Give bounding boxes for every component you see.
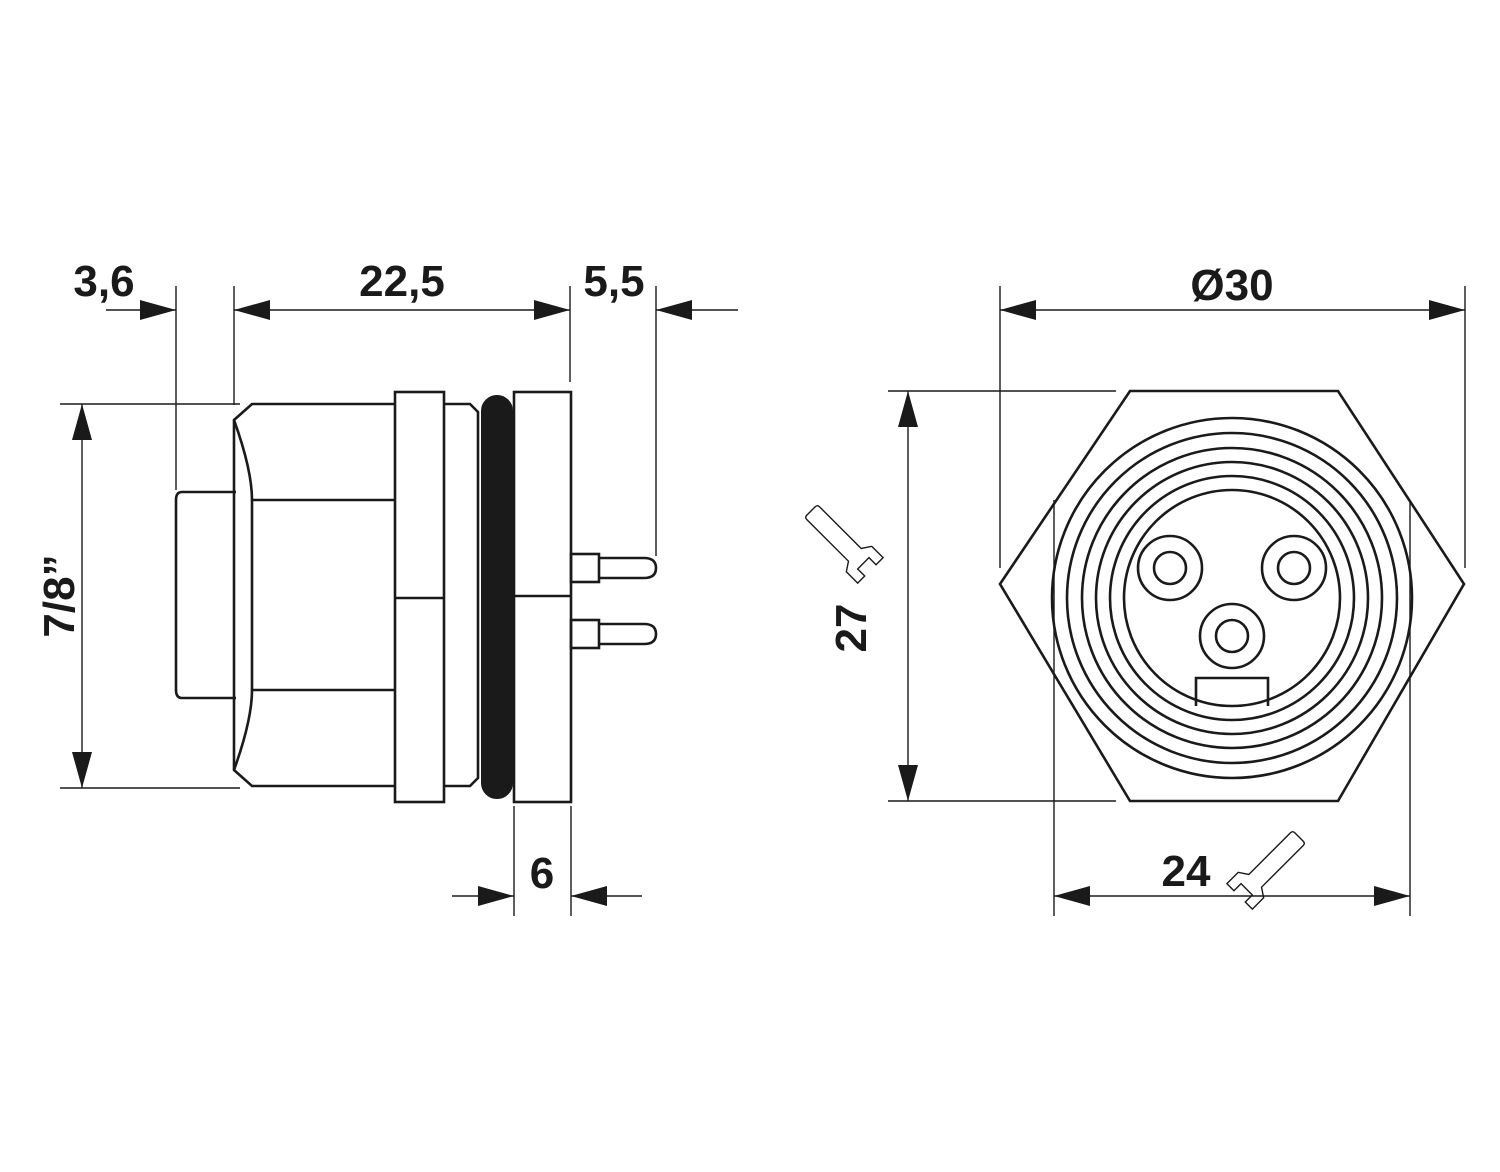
dim-thread: 7/8” <box>35 554 84 637</box>
dim-flange: 6 <box>530 849 554 898</box>
hex-body-edge-top <box>232 419 395 502</box>
o-ring <box>481 395 513 799</box>
hex-body <box>232 402 395 788</box>
thread-section <box>444 402 480 788</box>
dim-pin-offset: 3,6 <box>73 257 134 306</box>
dim-wrench-large: 27 <box>827 604 876 653</box>
ring-4 <box>1094 460 1370 736</box>
wrench-icon <box>804 504 885 585</box>
hex-nut <box>998 389 1466 803</box>
contact-left <box>1136 534 1204 602</box>
hex-body-edge-bottom <box>232 688 395 771</box>
ring-1 <box>1050 416 1414 780</box>
pin-lower <box>569 618 658 650</box>
ring-5 <box>1108 474 1356 722</box>
ring-2 <box>1065 431 1399 765</box>
side-view: 3,6 22,5 5,5 7/8” 6 <box>35 257 738 916</box>
dim-body-length: 22,5 <box>359 257 445 306</box>
ring-6 <box>1122 488 1342 708</box>
plug-nose <box>174 490 236 700</box>
dim-pin-length: 5,5 <box>583 257 644 306</box>
pin-upper <box>569 552 658 584</box>
ring-3 <box>1080 446 1384 750</box>
dim-diameter: Ø30 <box>1190 261 1273 310</box>
dim-wrench-small: 24 <box>1162 847 1211 896</box>
coding-key <box>1194 676 1270 706</box>
contact-bottom <box>1198 602 1266 670</box>
front-view: Ø30 27 24 <box>804 261 1466 916</box>
contact-right <box>1260 534 1328 602</box>
wrench-icon <box>1225 830 1306 911</box>
